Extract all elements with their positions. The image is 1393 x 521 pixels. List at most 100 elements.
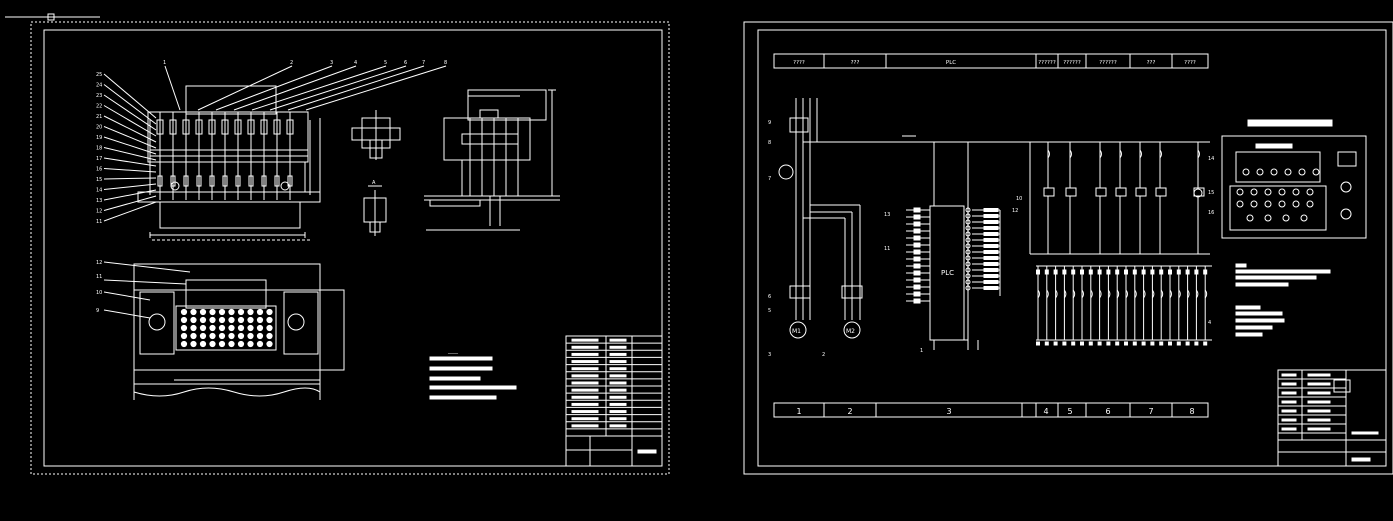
plc-output-terminal [965, 285, 971, 291]
relay-contact [1197, 149, 1200, 159]
ladder-label [1053, 269, 1058, 275]
header-cell: ??? [1147, 60, 1156, 66]
plc-output-label [983, 214, 999, 218]
title-block-text [1281, 373, 1297, 377]
control-panel-layout [1221, 119, 1367, 239]
plc-output-terminal [965, 231, 971, 237]
title-block-text [571, 395, 599, 399]
panel-button [1292, 200, 1300, 208]
ladder-label [1062, 269, 1067, 275]
callout-number: 1 [163, 60, 166, 66]
ladder-contact [1195, 289, 1199, 299]
ladder-contact [1037, 289, 1040, 299]
right-title-block [1277, 369, 1387, 467]
plc-input-switch [913, 242, 921, 248]
spindle-bit [170, 175, 176, 187]
callout-number: 4 [1208, 320, 1211, 326]
plc-output-terminal [965, 261, 971, 267]
spindle-collar [273, 119, 281, 135]
spindle-collar [260, 119, 268, 135]
title-block-text [571, 345, 599, 349]
title-block-text [609, 367, 627, 371]
callout-number: 4 [354, 60, 357, 66]
panel-button [1236, 188, 1244, 196]
title-block-text [1307, 373, 1331, 377]
spindle-collar [156, 119, 164, 135]
callout-leader [103, 291, 151, 301]
header-cell: ???? [793, 60, 805, 66]
footer-cell: 8 [1189, 407, 1194, 416]
callout-leader [103, 168, 157, 173]
motor-1-label: M1 [792, 328, 801, 335]
drill-hole [256, 308, 264, 316]
callout-leader [103, 201, 157, 222]
ladder-terminal [1036, 341, 1040, 346]
ladder-terminal [1053, 341, 1058, 346]
spindle-bit [235, 175, 241, 187]
drill-hole [237, 316, 245, 324]
callout-number: 13 [96, 198, 102, 204]
callout-number: 3 [330, 60, 333, 66]
relay-coil [1065, 187, 1077, 197]
callout-number: 13 [884, 212, 890, 218]
callout-leader [103, 183, 157, 190]
ladder-label [1071, 269, 1076, 275]
callout-number: 12 [96, 209, 102, 215]
callout-leader [103, 105, 157, 137]
drill-hole [266, 324, 273, 332]
callout-leader [233, 65, 357, 111]
title-block-text [1307, 427, 1331, 431]
side-motor-cap [479, 109, 499, 119]
left-title-block-rows [566, 338, 662, 466]
ladder-terminal [1106, 341, 1111, 346]
title-block-text [609, 338, 627, 342]
spindle-collar [234, 119, 242, 135]
drill-hole [209, 308, 216, 316]
title-block-text [1281, 418, 1297, 422]
ladder-label [1115, 269, 1120, 275]
ladder-contact [1046, 289, 1049, 299]
ladder-contact [1081, 289, 1084, 299]
callout-number: 6 [768, 294, 771, 300]
title-block-text [637, 449, 657, 454]
callout-number: 10 [96, 290, 102, 296]
ladder-label [1141, 269, 1146, 275]
drill-hole [228, 332, 235, 340]
drill-hole [180, 308, 188, 316]
title-block-text [1281, 391, 1297, 395]
drill-hole [218, 308, 226, 316]
spindle-bit [261, 175, 267, 187]
ladder-label [1194, 269, 1199, 275]
ladder-contact [1107, 289, 1111, 299]
right-title-block-rows [1278, 373, 1386, 462]
motors: M1 M2 [789, 321, 861, 339]
plc-module: PLC [906, 142, 1001, 350]
panel-indicator [1312, 168, 1320, 176]
panel-button [1292, 188, 1300, 196]
drill-hole [237, 332, 245, 340]
title-block-text [609, 424, 627, 428]
relay-contact [1047, 149, 1050, 159]
drill-hole [209, 340, 216, 348]
callout-number: 10 [1016, 196, 1022, 202]
ladder-label [1185, 269, 1190, 275]
ladder-label [1088, 269, 1093, 275]
drill-hole [228, 340, 235, 348]
plc-input-switch [913, 221, 921, 227]
title-block-text [609, 374, 627, 378]
plc-input-switch [913, 263, 921, 269]
drill-hole [256, 316, 264, 324]
ladder-label [1080, 269, 1084, 275]
ladder-contact [1099, 289, 1102, 299]
spindle-gear [280, 181, 290, 191]
relay-contact [1069, 149, 1072, 159]
title-block-text [571, 402, 599, 406]
schematic-header-row: ???????PLC????????????????????????? [773, 53, 1209, 69]
drill-hole [256, 324, 264, 332]
panel-button [1264, 214, 1272, 222]
callout-number: 24 [96, 83, 102, 89]
footer-cell: 7 [1148, 407, 1153, 416]
callout-number: 12 [96, 260, 102, 266]
ladder-terminal [1115, 341, 1120, 346]
